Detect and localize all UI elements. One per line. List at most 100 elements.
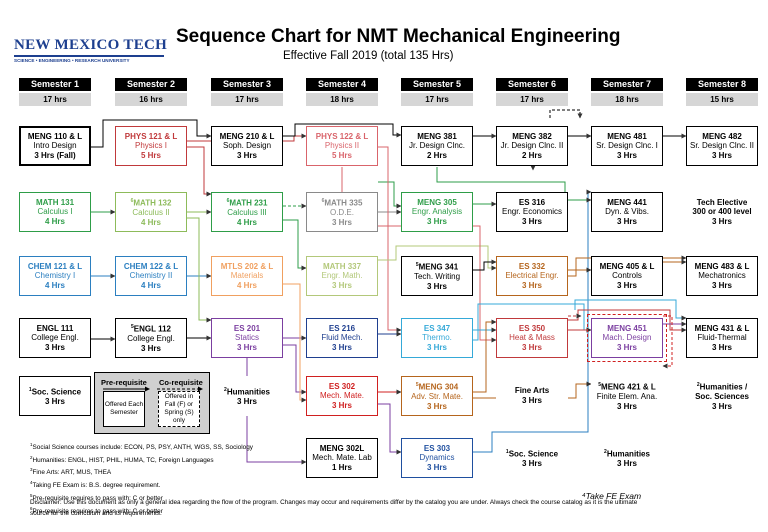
course-code: MTLS 202 & L <box>212 262 282 272</box>
course-code: ES 316 <box>497 198 567 208</box>
course-footnote-mark: 5 <box>415 381 419 388</box>
course-hours: 3 Hrs <box>236 396 257 406</box>
course-name: Fluid-Thermal <box>697 333 747 343</box>
course-name: Jr. Design Clnc. II <box>500 141 564 151</box>
course-code-text: MENG 305 <box>417 197 457 207</box>
course-code-text: ENGL 112 <box>133 324 171 334</box>
footnote-4: 4Taking FE Exam is: B.S. degree requirem… <box>30 478 253 491</box>
semester-hours: 17 hrs <box>19 93 91 106</box>
course-hours: 3 Hrs <box>426 401 447 411</box>
course-name: Calculus III <box>227 208 267 218</box>
course-hours: 3 Hrs <box>616 216 637 226</box>
course-footnote-mark: 2 <box>604 448 607 455</box>
course-hours: 3 Hrs <box>331 342 352 352</box>
course-name: Soph. Design <box>222 141 272 151</box>
course-hours: 3 Hrs <box>616 280 637 290</box>
course-footnote-mark: 2 <box>696 381 700 388</box>
semester-hours: 18 hrs <box>306 93 378 106</box>
course-code-text: Tech Elective <box>696 197 748 207</box>
line-phys121-es201 <box>187 146 212 197</box>
legend-key: Pre-requisite Co-requisite Offered Each … <box>94 372 210 434</box>
course-code-text: PHYS 121 & L <box>124 131 178 141</box>
course-hours: 4 Hrs <box>140 280 161 290</box>
course-code-text: ES 302 <box>328 381 356 391</box>
line-es347-meng431 <box>574 299 687 321</box>
logo-name: NEW MEXICO TECH <box>14 37 168 53</box>
legend-arrows <box>103 386 203 392</box>
fe-exam-note: ⁴Take FE Exam <box>582 491 642 501</box>
course-code-text: MENG 483 & L <box>694 261 750 271</box>
course-name: College Engl. <box>127 334 175 344</box>
course-hours: 3 Hrs <box>616 401 637 411</box>
line-math132-es201 <box>187 217 212 323</box>
course-name: 300 or 400 level <box>692 207 752 217</box>
course-name: College Engl. <box>31 333 79 343</box>
semester-name: Semester 5 <box>401 78 473 91</box>
course-code: MENG 381 <box>402 132 472 142</box>
course-hours: 3 Hrs <box>44 342 65 352</box>
course-code: ENGL 111 <box>20 324 90 334</box>
legend-coreq-box: Offered in Fall (F) or Spring (S) only <box>158 391 200 427</box>
course-hours: 3 Hrs <box>711 280 732 290</box>
course-code-text: MATH 337 <box>322 261 362 271</box>
course-code-text: MENG 421 & L <box>601 382 656 392</box>
course-name: Sr. Design Clnc. I <box>596 141 658 151</box>
page-title: Sequence Chart for NMT Mechanical Engine… <box>176 26 621 47</box>
course-code: MENG 382 <box>497 132 567 142</box>
course-code-text: CHEM 121 & L <box>27 261 83 271</box>
course-code-text: CHEM 122 & L <box>123 261 179 271</box>
course-code: 6MATH 335 <box>307 197 377 208</box>
course-footnote-mark: 1 <box>28 386 32 393</box>
legend-prereq-note: Offered Each Semester <box>104 401 144 416</box>
course-code-text: ES 303 <box>423 443 451 453</box>
course-hours: 3 Hrs <box>426 216 447 226</box>
course-code: 1Soc. Science <box>496 448 568 459</box>
course-name: Engr. Economics <box>501 207 563 217</box>
course-hours: 4 Hrs <box>44 216 65 226</box>
course-code: 1Soc. Science <box>20 386 90 397</box>
course-code-text: MENG 431 & L <box>694 323 750 333</box>
line-es201-es303b <box>378 403 402 455</box>
course-code: ES 347 <box>402 324 472 334</box>
disclaimer: Disclaimer: Use this document as only a … <box>30 499 638 517</box>
course-code: MENG 302L <box>307 444 377 454</box>
course-hours: 4 Hrs <box>140 217 161 227</box>
footnote-text: Social Science courses include: ECON, PS… <box>32 444 253 452</box>
course-name: Heat & Mass <box>509 333 555 343</box>
course-hours: 3 Hrs <box>711 342 732 352</box>
course-hours: 3 Hrs <box>521 342 542 352</box>
course-code-text: Soc. Science <box>31 387 82 397</box>
course-code-text: Soc. Science <box>508 449 559 459</box>
course-code-text: ES 216 <box>328 323 356 333</box>
course-code-text: ENGL 111 <box>36 323 74 333</box>
course-name: Electrical Engr. <box>505 271 559 281</box>
course-code: ES 303 <box>402 444 472 454</box>
line-meng110-meng210 <box>91 119 212 148</box>
footnote-2: 2Humanities: ENGL, HIST, PHIL, HUMA, TC,… <box>30 453 253 466</box>
nmt-logo: NEW MEXICO TECH SCIENCE • ENGINEERING • … <box>14 37 168 63</box>
course-hours: 3 Hrs <box>426 342 447 352</box>
semester-hours: 15 hrs <box>686 93 758 106</box>
course-code-text: MENG 341 <box>418 262 459 272</box>
footnote-text: Pre-requisite requires to pass with: C o… <box>32 507 163 515</box>
semester-name: Semester 6 <box>496 78 568 91</box>
